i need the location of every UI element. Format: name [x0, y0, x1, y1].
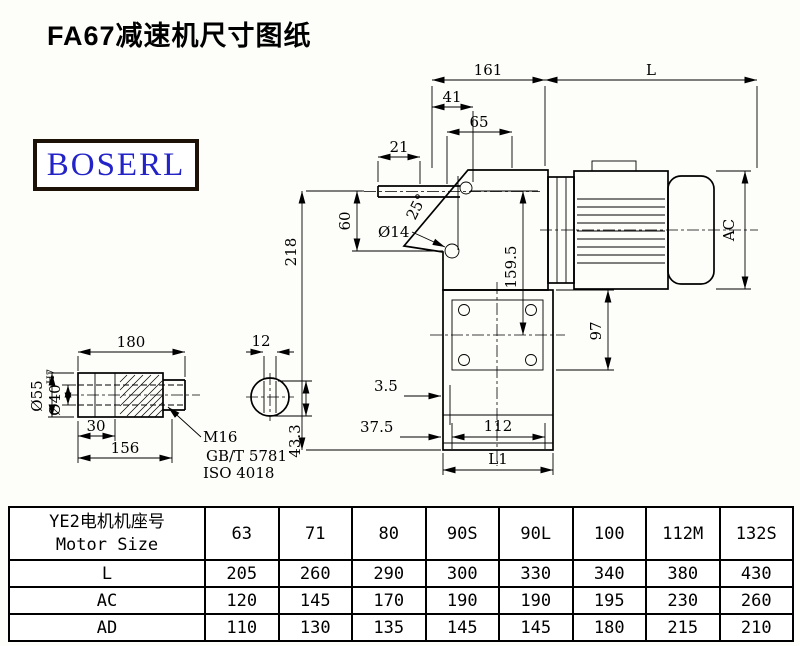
- dim-41-label: 41: [442, 88, 461, 106]
- size-header-cell: 132S: [718, 506, 794, 561]
- dimension-drawing: 161 L 41 65 21 60: [28, 61, 758, 482]
- dim-value-cell: 145: [498, 613, 574, 642]
- dim-value-cell: 330: [498, 559, 574, 588]
- dim-value-cell: 120: [204, 586, 280, 615]
- dim-value-cell: 145: [424, 613, 500, 642]
- dim-value-cell: 145: [277, 586, 353, 615]
- dim-97: 97: [556, 289, 614, 371]
- dim-161-label: 161: [474, 61, 503, 79]
- thread-standard-iso-label: ISO 4018: [203, 464, 274, 482]
- dim-AC: AC: [716, 170, 751, 290]
- dim-41: 41: [432, 88, 474, 182]
- thread-standard-gb-label: GB/T 5781: [206, 447, 287, 465]
- dim-40-bore: Ø40 H7: [46, 369, 76, 416]
- dim-55: Ø55: [28, 372, 74, 418]
- dim-3-5: 3.5: [374, 377, 451, 425]
- dim-40-label: Ø40: [46, 384, 64, 415]
- dim-value-cell: 190: [424, 586, 500, 615]
- thread-note: M16 GB/T 5781 ISO 4018: [167, 406, 287, 482]
- dim-row-label: AD: [8, 613, 206, 642]
- dim-value-cell: 190: [498, 586, 574, 615]
- shaft-section-view: [246, 373, 294, 421]
- dim-30-label: 30: [86, 417, 105, 435]
- motor-size-header-en: Motor Size: [55, 534, 159, 555]
- dim-218-label: 218: [282, 238, 300, 267]
- dim-L1-label: L1: [488, 450, 508, 468]
- dim-65-label: 65: [469, 113, 488, 131]
- dim-43-3-label: 43.3: [286, 424, 304, 457]
- dim-156: 156: [77, 419, 173, 463]
- dim-37-5: 37.5: [360, 418, 441, 441]
- motor-size-header-cell: YE2电机机座号 Motor Size: [8, 506, 206, 561]
- dim-60: 60: [336, 190, 443, 252]
- dim-40-tolerance-label: H7: [46, 369, 57, 384]
- dim-L-label: L: [646, 61, 656, 79]
- dim-L1: L1: [442, 450, 554, 475]
- dim-161: 161: [431, 61, 546, 168]
- dim-21: 21: [377, 138, 421, 184]
- shaft-detail: [66, 372, 200, 418]
- dim-angle-25: 25°: [402, 191, 430, 223]
- dim-value-cell: 170: [351, 586, 427, 615]
- dim-value-cell: 340: [571, 559, 647, 588]
- dim-55-label: Ø55: [28, 380, 46, 411]
- dim-value-cell: 195: [571, 586, 647, 615]
- dim-value-cell: 380: [645, 559, 721, 588]
- dim-value-cell: 430: [718, 559, 794, 588]
- dim-value-cell: 260: [718, 586, 794, 615]
- dim-65: 65: [446, 113, 513, 184]
- dim-row-label: AC: [8, 586, 206, 615]
- dim-value-cell: 230: [645, 586, 721, 615]
- dim-value-cell: 215: [645, 613, 721, 642]
- brand-logo: BOSERL: [33, 139, 199, 191]
- size-header-cell: 112M: [645, 506, 721, 561]
- dim-value-cell: 135: [351, 613, 427, 642]
- dim-value-cell: 180: [571, 613, 647, 642]
- dim-30: 30: [77, 417, 116, 441]
- dim-hole-diameter-label: Ø14: [378, 223, 409, 241]
- dim-112: 112: [451, 417, 546, 449]
- dim-112-label: 112: [484, 417, 513, 435]
- dim-3-5-label: 3.5: [374, 377, 398, 395]
- dim-value-cell: 300: [424, 559, 500, 588]
- dim-value-cell: 130: [277, 613, 353, 642]
- dim-21-label: 21: [389, 138, 408, 156]
- size-header-cell: 63: [204, 506, 280, 561]
- dim-value-cell: 290: [351, 559, 427, 588]
- size-header-cell: 90S: [424, 506, 500, 561]
- dim-180: 180: [77, 333, 186, 377]
- dim-value-cell: 210: [718, 613, 794, 642]
- motor: [540, 160, 758, 290]
- page-title: FA67减速机尺寸图纸: [47, 21, 312, 51]
- brand-logo-text: BOSERL: [46, 146, 186, 183]
- thread-size-label: M16: [203, 428, 237, 446]
- dim-43-3: 43.3: [272, 380, 312, 458]
- dim-row-label: L: [8, 559, 206, 588]
- size-header-cell: 71: [277, 506, 353, 561]
- size-header-cell: 100: [571, 506, 647, 561]
- input-shaft: [364, 185, 540, 198]
- dim-218: 218: [282, 190, 441, 451]
- dim-value-cell: 205: [204, 559, 280, 588]
- dim-156-label: 156: [111, 439, 140, 457]
- dim-12: 12: [246, 332, 294, 379]
- motor-size-table: YE2电机机座号 Motor Size 63 71 80 90S 90L 100…: [8, 506, 794, 642]
- size-header-cell: 90L: [498, 506, 574, 561]
- dim-37-5-label: 37.5: [360, 418, 393, 436]
- size-header-cell: 80: [351, 506, 427, 561]
- dim-hole-diameter: Ø14: [378, 223, 446, 248]
- motor-size-header-cn: YE2电机机座号: [49, 511, 165, 532]
- dim-L: L: [545, 61, 758, 168]
- dim-12-label: 12: [251, 332, 270, 350]
- dim-angle-25-label: 25°: [402, 191, 430, 223]
- dim-180-label: 180: [117, 333, 146, 351]
- dim-159-5: 159.5: [470, 190, 538, 335]
- dim-value-cell: 110: [204, 613, 280, 642]
- dim-value-cell: 260: [277, 559, 353, 588]
- dim-97-label: 97: [587, 321, 605, 340]
- dim-60-label: 60: [336, 211, 354, 230]
- dim-159-5-label: 159.5: [502, 246, 520, 289]
- dim-AC-label: AC: [720, 219, 738, 242]
